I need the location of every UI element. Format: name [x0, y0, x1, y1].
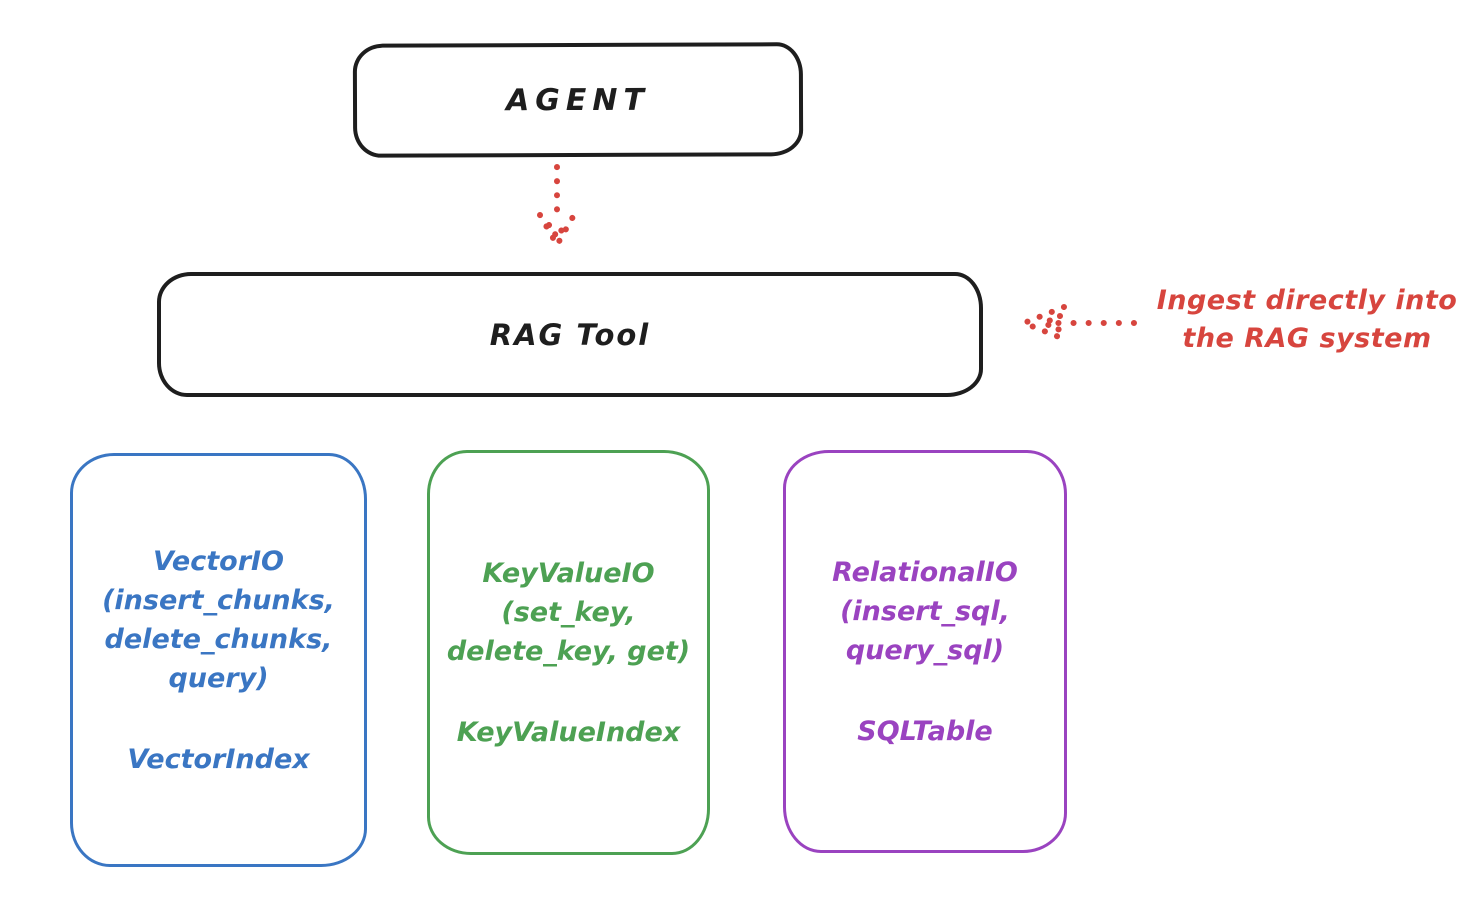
io-box-line: query)	[168, 662, 269, 694]
relational-io-box: RelationalIO (insert_sql, query_sql) SQL…	[783, 450, 1067, 853]
sql-table-label: SQLTable	[857, 715, 993, 747]
io-box-line: query_sql)	[845, 634, 1005, 666]
io-box-line: (insert_sql,	[840, 595, 1010, 627]
agent-box-label: AGENT	[505, 82, 651, 118]
io-box-line: (insert_chunks,	[102, 584, 335, 616]
keyvalue-io-signature: KeyValueIO (set_key, delete_key, get)	[447, 554, 690, 671]
vector-io-signature: VectorIO (insert_chunks, delete_chunks, …	[102, 542, 335, 698]
vector-index-label: VectorIndex	[127, 743, 310, 775]
rag-tool-box: RAG Tool	[157, 272, 983, 397]
ingest-annotation-line2: the RAG system	[1182, 323, 1432, 354]
ingest-annotation-line1: Ingest directly into	[1156, 285, 1458, 316]
agent-box: AGENT	[352, 42, 804, 158]
io-box-line: RelationalIO	[832, 556, 1018, 588]
keyvalue-io-box: KeyValueIO (set_key, delete_key, get) Ke…	[427, 450, 710, 855]
io-box-line: (set_key,	[501, 596, 636, 628]
ingest-annotation: Ingest directly into the RAG system	[1140, 282, 1474, 358]
io-box-line: KeyValueIO	[482, 557, 655, 589]
rag-tool-box-label: RAG Tool	[489, 317, 651, 352]
vector-io-box: VectorIO (insert_chunks, delete_chunks, …	[70, 453, 367, 867]
io-box-line: delete_chunks,	[104, 623, 333, 655]
io-box-line: VectorIO	[152, 545, 285, 577]
arrow-left-icon	[1021, 304, 1137, 342]
arrow-down-icon	[537, 164, 577, 248]
relational-io-signature: RelationalIO (insert_sql, query_sql)	[832, 553, 1018, 670]
keyvalue-index-label: KeyValueIndex	[456, 716, 681, 748]
io-box-line: delete_key, get)	[446, 635, 691, 667]
